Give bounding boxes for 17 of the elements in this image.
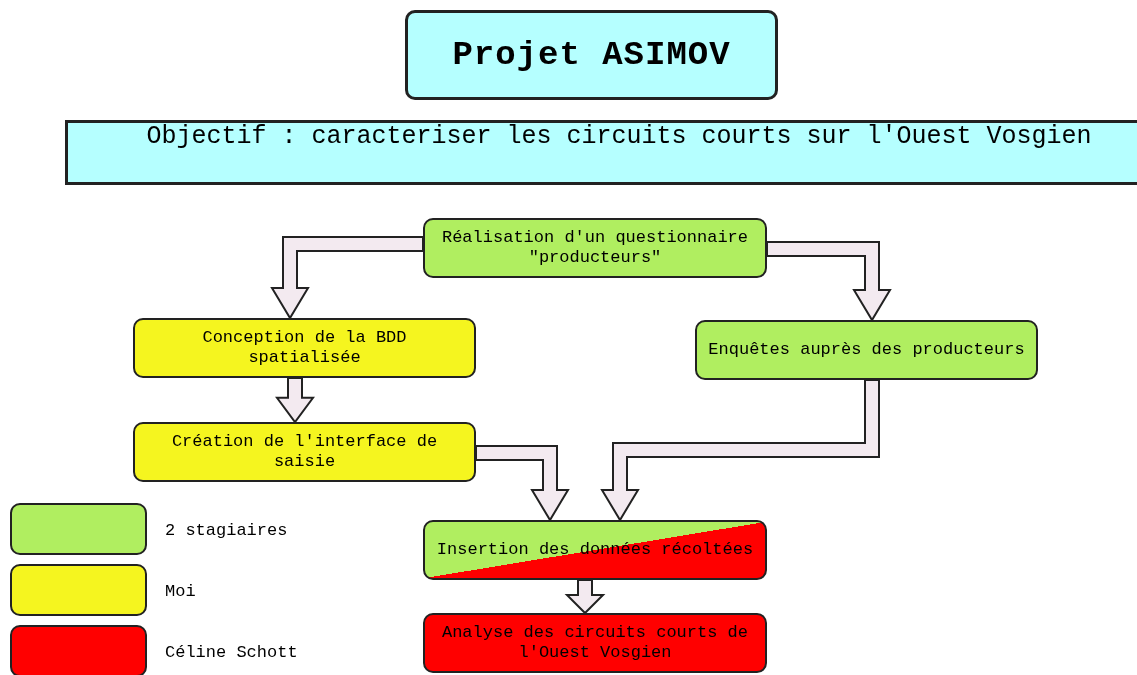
- process-box: Enquêtes auprès des producteurs: [695, 320, 1038, 380]
- legend-label: Moi: [165, 581, 196, 603]
- objective-banner: Objectif : caracteriser les circuits courts sur l'Ouest Vosgien: [65, 120, 1137, 185]
- block-arrow: [600, 379, 880, 522]
- process-box: Insertion des données récoltées: [423, 520, 767, 580]
- legend-label: 2 stagiaires: [165, 520, 288, 542]
- legend-label: Céline Schott: [165, 642, 298, 664]
- title-box: Projet ASIMOV: [405, 10, 778, 100]
- process-box: Création de l'interface de saisie: [133, 422, 476, 482]
- block-arrow: [564, 579, 606, 615]
- process-box: Analyse des circuits courts de l'Ouest Vosgien: [423, 613, 767, 673]
- block-arrow: [475, 445, 570, 522]
- process-box: Conception de la BDD spatialisée: [133, 318, 476, 378]
- process-box: Réalisation d'un questionnaire "producteurs": [423, 218, 767, 278]
- block-arrow: [270, 236, 424, 320]
- block-arrow: [766, 241, 892, 322]
- block-arrow: [275, 377, 315, 424]
